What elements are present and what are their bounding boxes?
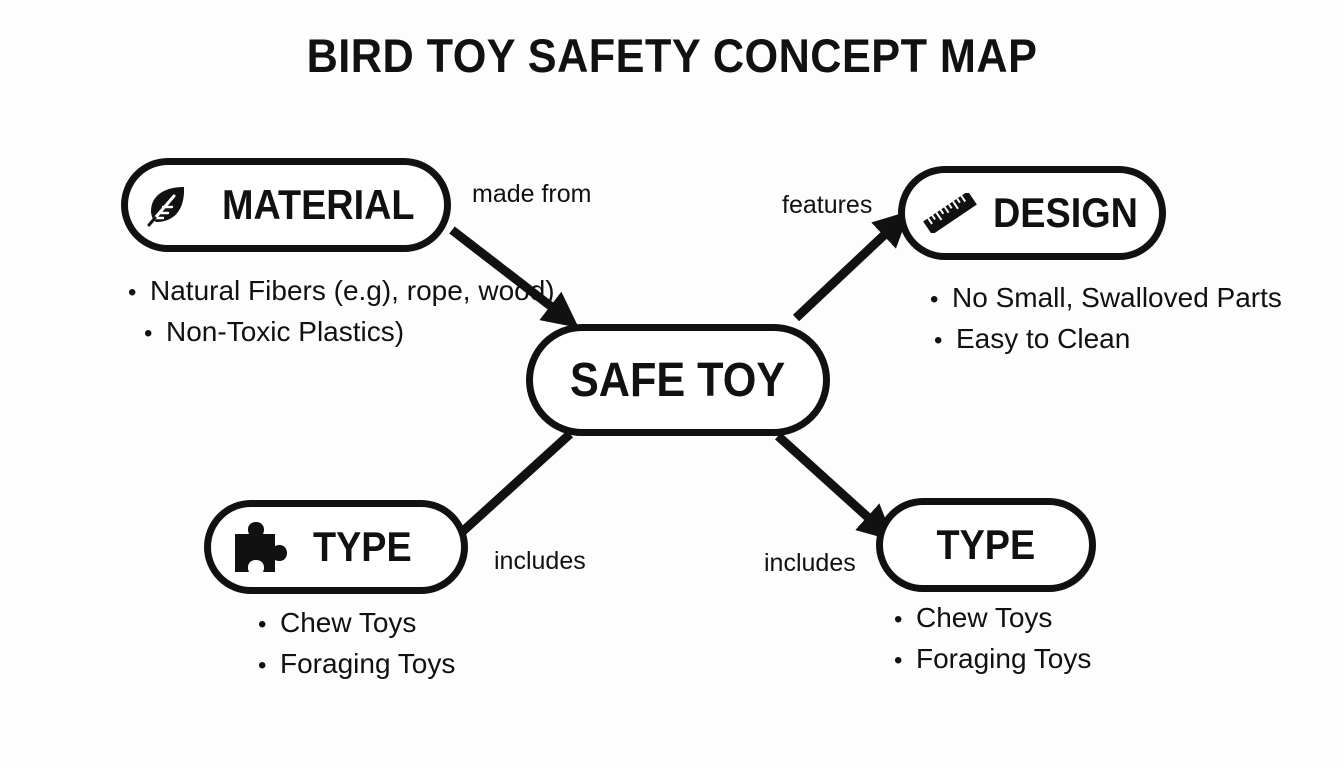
- design-bullet-list: No Small, Swalloved Parts Easy to Clean: [930, 278, 1282, 360]
- edge-label-features: features: [782, 191, 873, 219]
- list-item: Foraging Toys: [894, 639, 1091, 680]
- list-item: Chew Toys: [894, 598, 1091, 639]
- node-design-label: DESIGN: [993, 189, 1138, 236]
- node-material-label: MATERIAL: [222, 181, 415, 228]
- node-design: DESIGN: [898, 166, 1166, 260]
- edge-label-made-from: made from: [472, 180, 592, 208]
- type-right-bullet-list: Chew Toys Foraging Toys: [894, 598, 1091, 680]
- ruler-icon: [921, 193, 979, 233]
- edge-center-to-type-right: [774, 432, 895, 541]
- material-bullet-list: Natural Fibers (e.g), rope, wood) Non-To…: [128, 271, 555, 353]
- list-item: Natural Fibers (e.g), rope, wood): [128, 271, 555, 312]
- node-type-left-label: TYPE: [313, 523, 412, 570]
- node-type-right: TYPE: [876, 498, 1096, 592]
- list-item: Non-Toxic Plastics): [128, 312, 555, 353]
- edge-label-includes-left: includes: [494, 547, 586, 575]
- puzzle-piece-icon: [231, 518, 289, 576]
- edge-center-to-type-left: [458, 430, 574, 536]
- node-type-right-label: TYPE: [936, 521, 1036, 568]
- node-safe-toy: SAFE TOY: [526, 324, 830, 436]
- node-safe-toy-label: SAFE TOY: [570, 353, 786, 407]
- node-material: MATERIAL: [121, 158, 451, 252]
- diagram-title: BIRD TOY SAFETY CONCEPT MAP: [306, 29, 1038, 82]
- node-type-left: TYPE: [204, 500, 468, 594]
- type-left-bullet-list: Chew Toys Foraging Toys: [258, 603, 455, 685]
- list-item: Chew Toys: [258, 603, 455, 644]
- list-item: No Small, Swalloved Parts: [930, 278, 1282, 319]
- edge-label-includes-right: includes: [764, 549, 856, 577]
- list-item: Easy to Clean: [930, 319, 1282, 360]
- edge-center-to-design: [792, 210, 910, 322]
- list-item: Foraging Toys: [258, 644, 455, 685]
- leaf-icon: [144, 182, 190, 228]
